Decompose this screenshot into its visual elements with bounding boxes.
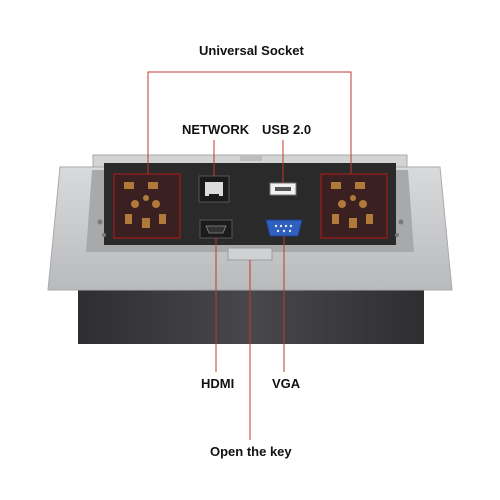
callout-line-universal [147, 71, 352, 174]
screw-icon [395, 233, 399, 237]
box-body [78, 284, 424, 344]
usb-label: USB 2.0 [262, 122, 312, 137]
hdmi-port [199, 219, 233, 239]
usb-port [269, 182, 297, 196]
vga-label: VGA [272, 376, 301, 391]
screw-icon [102, 233, 106, 237]
vga-port [265, 219, 303, 237]
open-key-slot [227, 247, 273, 261]
screw-icon [398, 219, 404, 225]
callout-lines [147, 71, 352, 440]
universal-socket-label: Universal Socket [199, 43, 304, 58]
network-label: NETWORK [182, 122, 250, 137]
universal-socket-left [113, 173, 181, 239]
network-port [198, 175, 230, 203]
hdmi-label: HDMI [201, 376, 235, 391]
lid-notch [240, 155, 262, 161]
screw-icon [97, 219, 103, 225]
universal-socket-right [320, 173, 388, 239]
open-key-label: Open the key [210, 444, 292, 459]
